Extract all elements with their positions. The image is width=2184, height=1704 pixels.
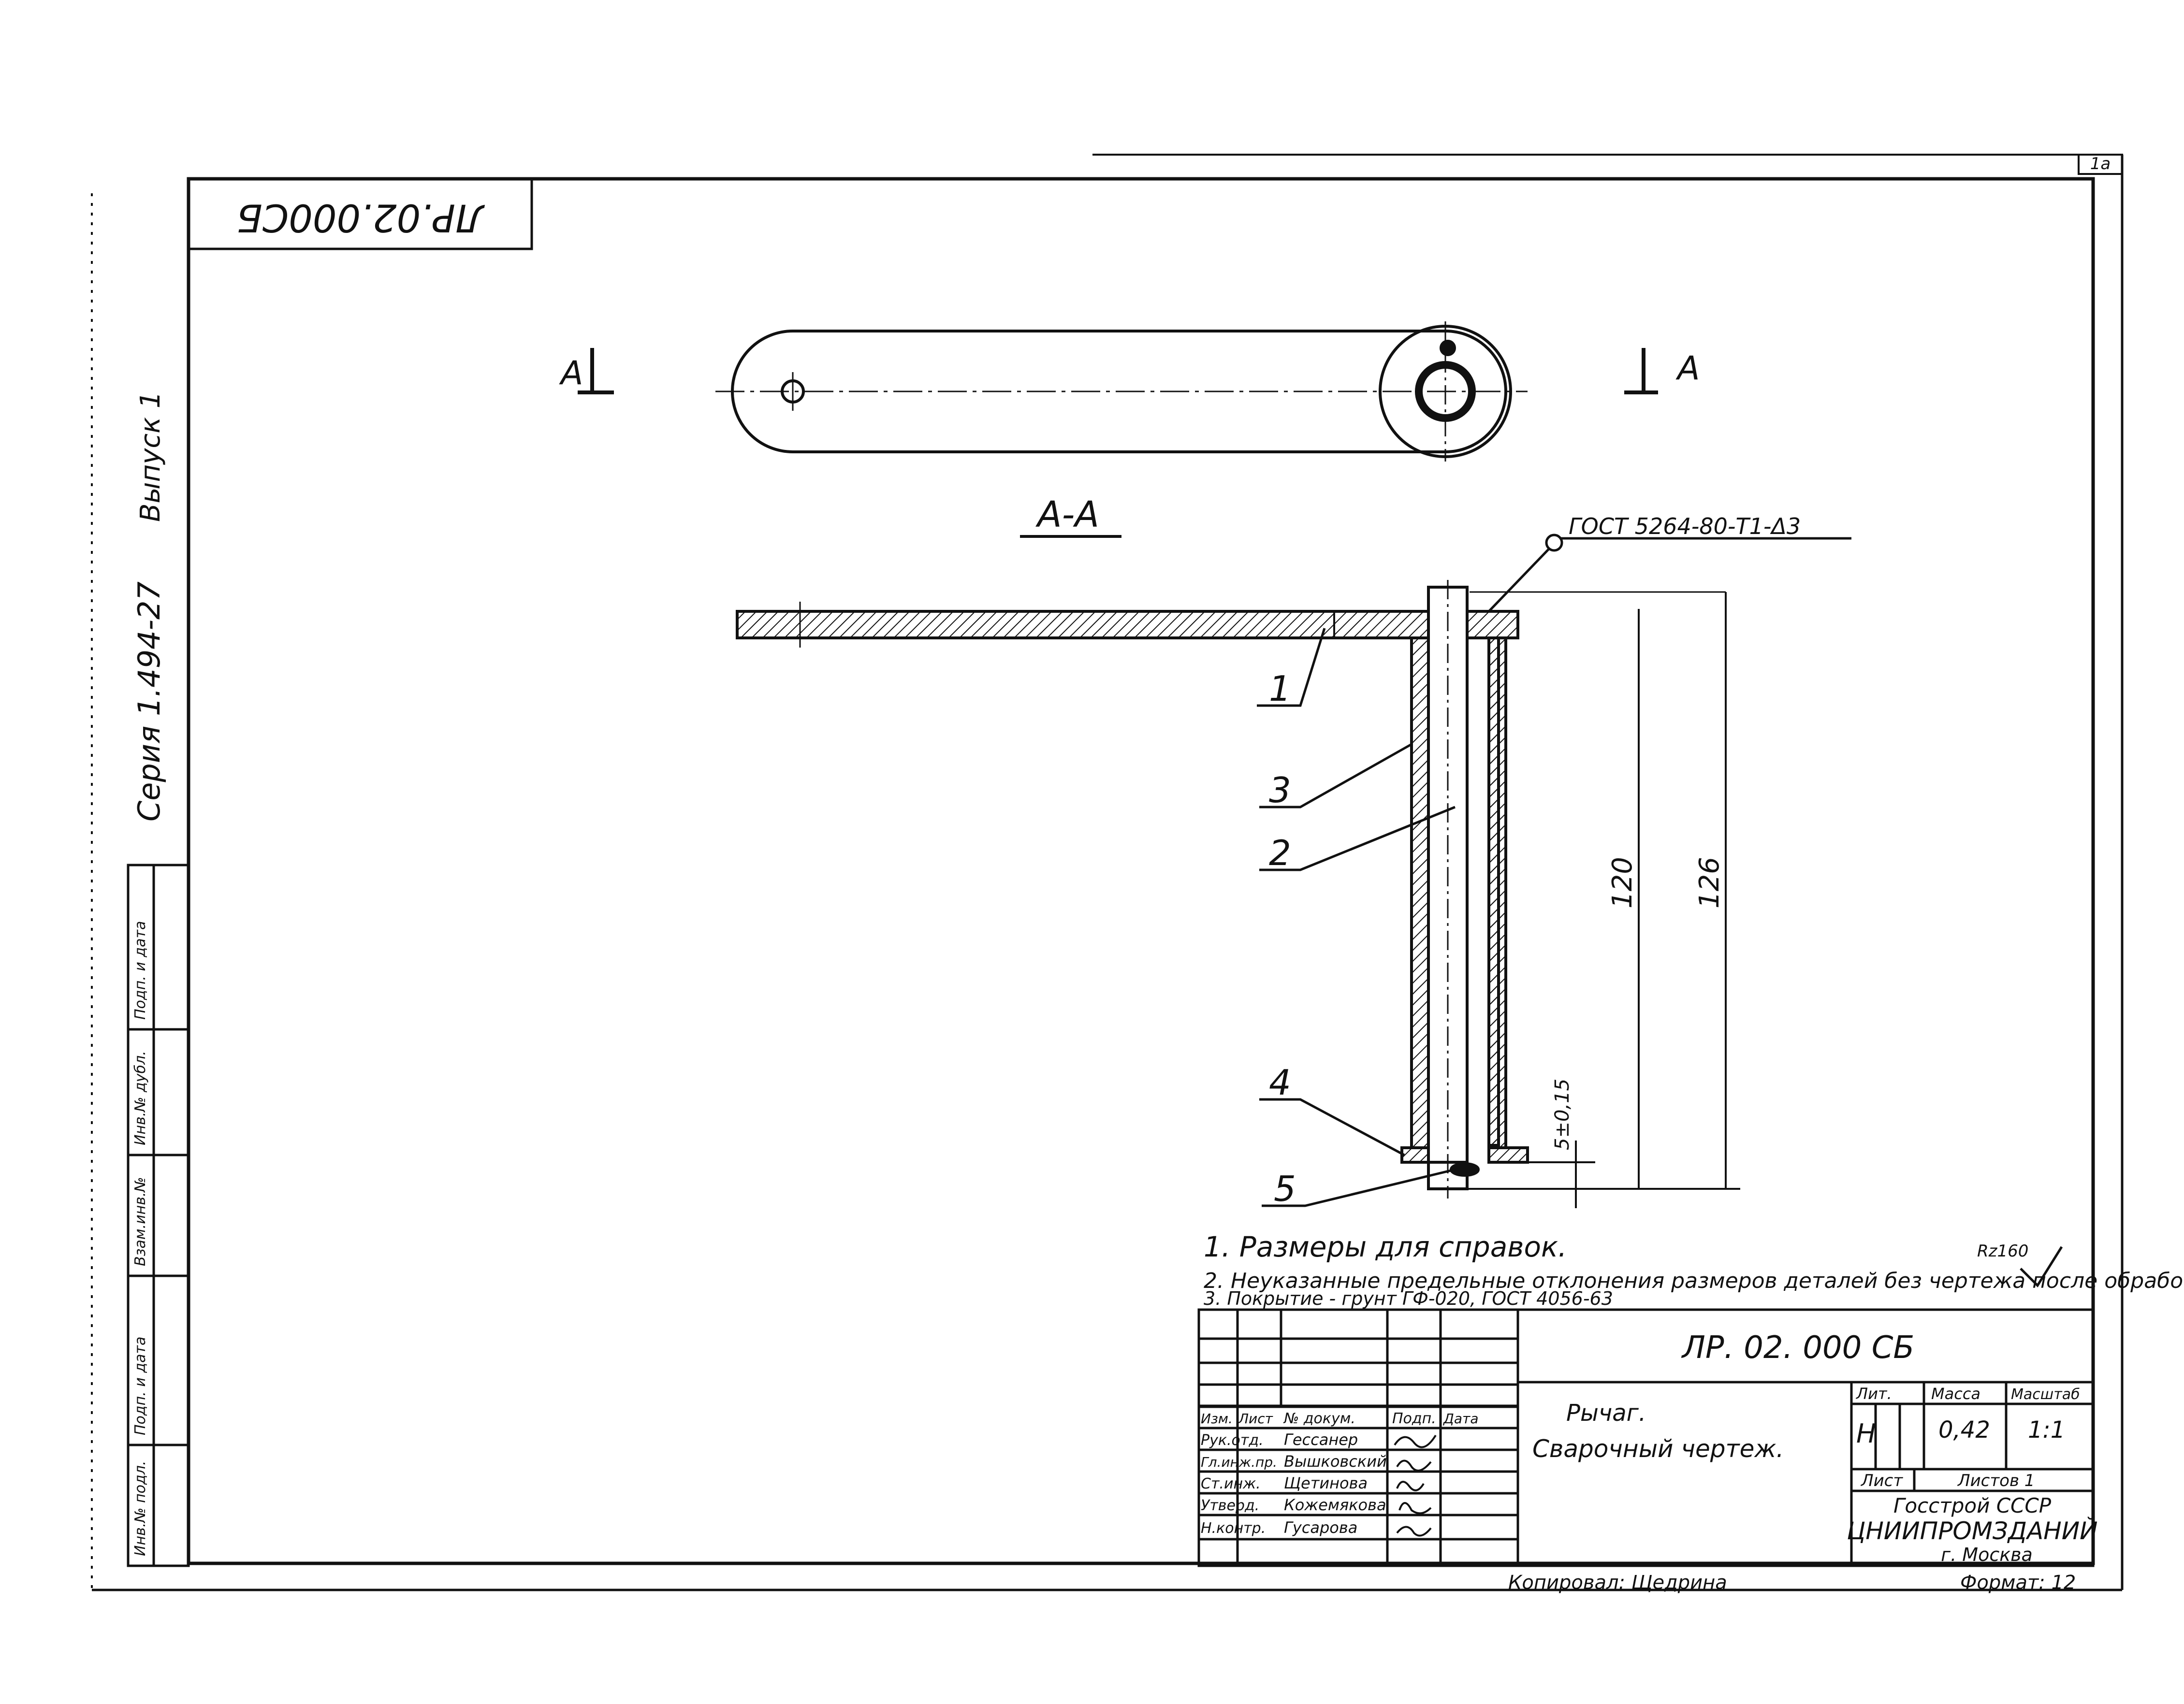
lit-value: Н: [1856, 1418, 1876, 1449]
lit-label: Лит.: [1856, 1385, 1892, 1403]
mass-value: 0,42: [1938, 1416, 1990, 1444]
staff-name-3: Щетинова: [1284, 1474, 1368, 1492]
sheet-frame: [91, 154, 2124, 1591]
weld-note: ГОСТ 5264-80-Т1-Δ3: [1569, 513, 1801, 539]
mass-label: Масса: [1931, 1385, 1980, 1403]
callout-2: 2: [1269, 833, 1291, 873]
dimension-126: 126: [1694, 857, 1725, 909]
roughness: Rz160: [1977, 1242, 2028, 1261]
scale-value: 1:1: [2028, 1416, 2065, 1444]
stamp-label-1: Инв.№ подл.: [132, 1461, 149, 1556]
sheets-label: Листов 1: [1957, 1471, 2035, 1490]
callout-1: 1: [1269, 668, 1291, 709]
signatures: [1394, 1434, 1437, 1537]
issue-text: Выпуск 1: [135, 391, 166, 522]
org-line2: ЦНИИПРОМЗДАНИЙ: [1847, 1516, 2097, 1545]
col-header-doc: № докум.: [1283, 1410, 1355, 1427]
org-line3: г. Москва: [1941, 1544, 2033, 1565]
callout-leaders: [1257, 628, 1456, 1207]
staff-name-2: Вышковский: [1284, 1452, 1387, 1471]
section-view: [736, 580, 1726, 1199]
format-label: Формат: 12: [1960, 1572, 2076, 1594]
staff-role-5: Н.контр.: [1201, 1520, 1266, 1537]
rotated-code-box: ЛР.02.000СБ: [187, 177, 533, 250]
col-header-sign: Подп.: [1392, 1410, 1436, 1427]
roughness-mark: [2020, 1246, 2063, 1287]
staff-role-3: Ст.инж.: [1201, 1475, 1261, 1492]
sheet-number: 1а: [2090, 154, 2111, 173]
sheet-label: Лист: [1860, 1471, 1903, 1490]
org-line1: Госстрой СССР: [1893, 1494, 2052, 1517]
stamp-label-2: Подп. и дата: [132, 1337, 149, 1435]
staff-role-1: Рук.отд.: [1201, 1432, 1264, 1449]
stamp-label-4: Инв.№ дубл.: [132, 1051, 149, 1145]
weld-leader: [1488, 534, 1851, 612]
series-text: Серия 1.494-27: [131, 581, 167, 822]
staff-role-2: Гл.инж.пр.: [1201, 1454, 1277, 1470]
section-mark-left: А: [559, 354, 583, 392]
left-stamp: [127, 864, 190, 1567]
stamp-label-5: Подп. и дата: [132, 921, 149, 1020]
note-3: 3. Покрытие - грунт ГФ-020, ГОСТ 4056-63: [1204, 1288, 1613, 1309]
callout-4: 4: [1269, 1062, 1291, 1103]
rotated-code: ЛР.02.000СБ: [236, 196, 485, 239]
scale-label: Масштаб: [2011, 1386, 2080, 1403]
col-header-izm: Изм.: [1201, 1411, 1233, 1427]
section-markers: [578, 348, 1658, 394]
staff-role-4: Утверд.: [1201, 1497, 1259, 1514]
callout-3: 3: [1269, 770, 1291, 810]
section-title: А-А: [1035, 494, 1099, 535]
dimension-lines: [1467, 592, 1740, 1208]
stamp-label-3: Взам.инв.№: [132, 1177, 149, 1266]
section-mark-right: А: [1675, 349, 1700, 388]
dimension-5: 5±0,15: [1551, 1079, 1573, 1150]
col-header-date: Дата: [1442, 1411, 1479, 1427]
lever-top-view: [715, 321, 1528, 462]
title-name-line2: Сварочный чертеж.: [1532, 1435, 1784, 1463]
col-header-list: Лист: [1238, 1411, 1273, 1427]
staff-name-4: Кожемякова: [1284, 1496, 1386, 1514]
callout-5: 5: [1274, 1169, 1296, 1209]
note-2: 2. Неуказанные предельные отклонения раз…: [1204, 1269, 2184, 1293]
title-name-line1: Рычаг.: [1566, 1400, 1646, 1427]
title-block-code: ЛР. 02. 000 СБ: [1681, 1330, 1915, 1366]
title-block-grid: [1197, 1308, 2095, 1567]
staff-name-5: Гусарова: [1284, 1518, 1357, 1537]
staff-name-1: Гессанер: [1284, 1430, 1358, 1449]
note-1: 1. Размеры для справок.: [1204, 1230, 1567, 1263]
dimension-120: 120: [1607, 857, 1638, 909]
copied-by: Копировал: Щедрина: [1508, 1572, 1727, 1594]
